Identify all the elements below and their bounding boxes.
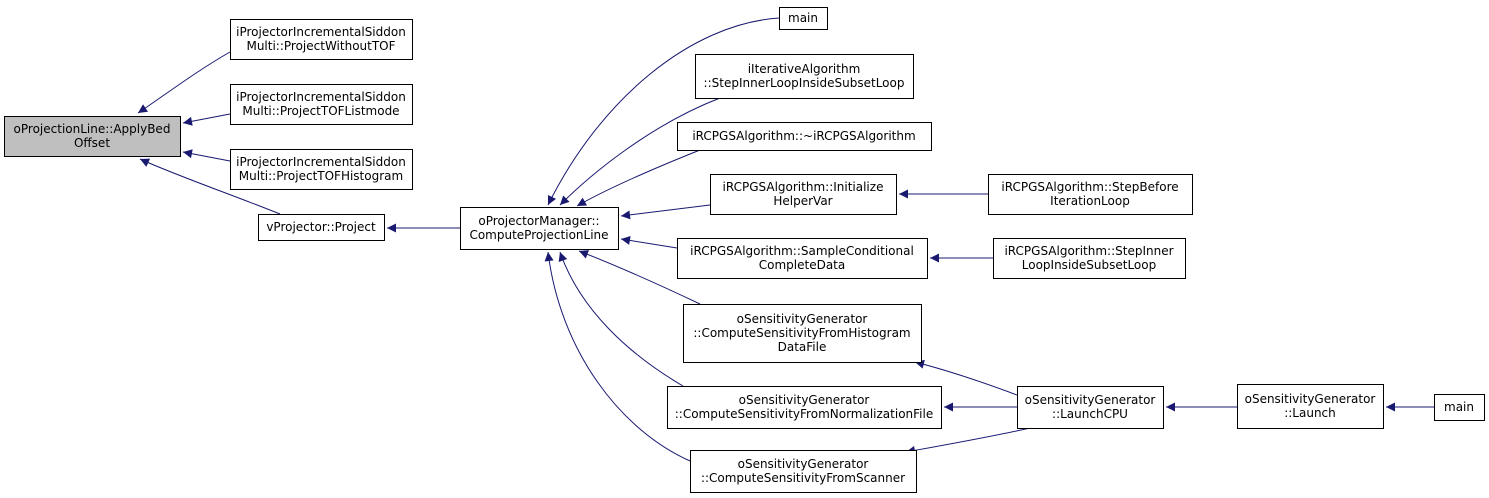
node-label-line: main (1444, 400, 1474, 414)
node-box (258, 214, 385, 241)
node-project-tof-listmode[interactable]: iProjectorIncrementalSiddonMulti::Projec… (230, 84, 413, 125)
node-label-line: IterationLoop (1050, 194, 1130, 208)
node-rcpgs-sample-conditional-complete-data[interactable]: iRCPGSAlgorithm::SampleConditionalComple… (677, 238, 928, 279)
node-label-line: HelperVar (773, 194, 832, 208)
node-label-line: DataFile (778, 340, 827, 354)
node-box (4, 116, 181, 157)
node-label-line: oSensitivityGenerator (739, 393, 870, 407)
node-label-line: Multi::ProjectTOFHistogram (239, 169, 403, 183)
node-main-top[interactable]: main (779, 7, 828, 30)
node-launch[interactable]: oSensitivityGenerator::Launch (1237, 384, 1384, 429)
node-label-line: oProjectorManager:: (478, 214, 599, 228)
node-label-line: Offset (74, 136, 110, 150)
node-label-line: iProjectorIncrementalSiddon (236, 155, 406, 169)
node-main-right[interactable]: main (1434, 394, 1485, 421)
edge-vprojector-project-to-apply-bed-offset (139, 158, 281, 215)
edge-rcpgs-destructor-to-compute-projection-line (576, 149, 701, 207)
node-label-line: ::Launch (1284, 406, 1336, 420)
node-box (1434, 394, 1485, 421)
edge-project-without-tof-to-apply-bed-offset (137, 51, 231, 114)
node-label-line: vProjector::Project (266, 220, 376, 234)
edge-step-inner-loop-inside-subset-loop-to-compute-projection-line (559, 97, 721, 206)
node-box (677, 238, 928, 279)
edge-main-top-to-compute-projection-line (547, 17, 780, 206)
edge-project-tof-listmode-to-apply-bed-offset (182, 113, 231, 126)
node-box (1237, 384, 1384, 429)
node-box (988, 174, 1193, 215)
node-label-line: LoopInsideSubsetLoop (1022, 258, 1156, 272)
node-label-line: ::ComputeSensitivityFromNormalizationFil… (675, 407, 933, 421)
edge-project-tof-histogram-to-apply-bed-offset (182, 149, 231, 162)
node-label-line: oProjectionLine::ApplyBed (14, 122, 171, 136)
node-compute-projection-line[interactable]: oProjectorManager::ComputeProjectionLine (460, 207, 619, 250)
node-label-line: ::LaunchCPU (1052, 407, 1128, 421)
node-box (230, 149, 413, 190)
node-box (677, 122, 932, 151)
node-label-line: iIterativeAlgorithm (748, 62, 861, 76)
node-box (695, 54, 914, 99)
nodes: oProjectionLine::ApplyBedOffsetiProjecto… (4, 7, 1485, 493)
node-box (230, 84, 413, 125)
node-label-line: ComputeProjectionLine (469, 228, 608, 242)
node-label-line: Multi::ProjectTOFListmode (242, 104, 399, 118)
node-label-line: iRCPGSAlgorithm::SampleConditional (690, 244, 914, 258)
node-vprojector-project[interactable]: vProjector::Project (258, 214, 385, 241)
node-rcpgs-destructor[interactable]: iRCPGSAlgorithm::~iRCPGSAlgorithm (677, 122, 932, 151)
node-box (460, 207, 619, 250)
edges (137, 17, 1434, 462)
node-label-line: oSensitivityGenerator (737, 312, 868, 326)
node-step-inner-loop-inside-subset-loop[interactable]: iIterativeAlgorithm::StepInnerLoopInside… (695, 54, 914, 99)
node-box (667, 386, 942, 429)
node-box (993, 238, 1186, 279)
node-box (779, 7, 828, 30)
edge-rcpgs-initialize-helper-var-to-compute-projection-line (620, 204, 711, 220)
node-label-line: ::StepInnerLoopInsideSubsetLoop (704, 76, 905, 90)
node-launch-cpu[interactable]: oSensitivityGenerator::LaunchCPU (1017, 386, 1164, 429)
node-label-line: iRCPGSAlgorithm::~iRCPGSAlgorithm (692, 129, 915, 143)
node-label-line: CompleteData (759, 258, 845, 272)
edge-sens-from-histogram-to-compute-projection-line (578, 250, 701, 305)
node-label-line: iProjectorIncrementalSiddon (236, 90, 406, 104)
edge-sens-from-scanner-to-compute-projection-line (544, 251, 691, 462)
node-label-line: oSensitivityGenerator (1025, 393, 1156, 407)
edge-launch-cpu-to-sens-from-scanner (905, 427, 1031, 455)
node-box (710, 174, 897, 215)
node-box (690, 450, 917, 493)
node-label-line: ::ComputeSensitivityFromScanner (701, 471, 905, 485)
node-label-line: oSensitivityGenerator (1245, 392, 1376, 406)
node-project-without-tof[interactable]: iProjectorIncrementalSiddonMulti::Projec… (230, 19, 413, 60)
node-label-line: Multi::ProjectWithoutTOF (246, 39, 395, 53)
node-box (683, 304, 922, 363)
node-rcpgs-step-inner-loop-inside-subset-loop[interactable]: iRCPGSAlgorithm::StepInnerLoopInsideSubs… (993, 238, 1186, 279)
node-label-line: main (788, 11, 818, 25)
node-sens-from-scanner[interactable]: oSensitivityGenerator::ComputeSensitivit… (690, 450, 917, 493)
edge-sens-from-normalization-to-compute-projection-line (558, 251, 684, 387)
node-box (230, 19, 413, 60)
node-label-line: iRCPGSAlgorithm::Initialize (723, 180, 884, 194)
node-box (1017, 386, 1164, 429)
node-label-line: iProjectorIncrementalSiddon (236, 25, 406, 39)
node-label-line: iRCPGSAlgorithm::StepBefore (1001, 180, 1178, 194)
node-label-line: ::ComputeSensitivityFromHistogram (693, 326, 910, 340)
node-sens-from-normalization[interactable]: oSensitivityGenerator::ComputeSensitivit… (667, 386, 942, 429)
node-sens-from-histogram[interactable]: oSensitivityGenerator::ComputeSensitivit… (683, 304, 922, 363)
edge-launch-cpu-to-sens-from-histogram (914, 359, 1018, 396)
node-project-tof-histogram[interactable]: iProjectorIncrementalSiddonMulti::Projec… (230, 149, 413, 190)
node-label-line: iRCPGSAlgorithm::StepInner (1004, 244, 1173, 258)
edge-rcpgs-sample-conditional-complete-data-to-compute-projection-line (620, 235, 678, 249)
node-label-line: oSensitivityGenerator (738, 457, 869, 471)
